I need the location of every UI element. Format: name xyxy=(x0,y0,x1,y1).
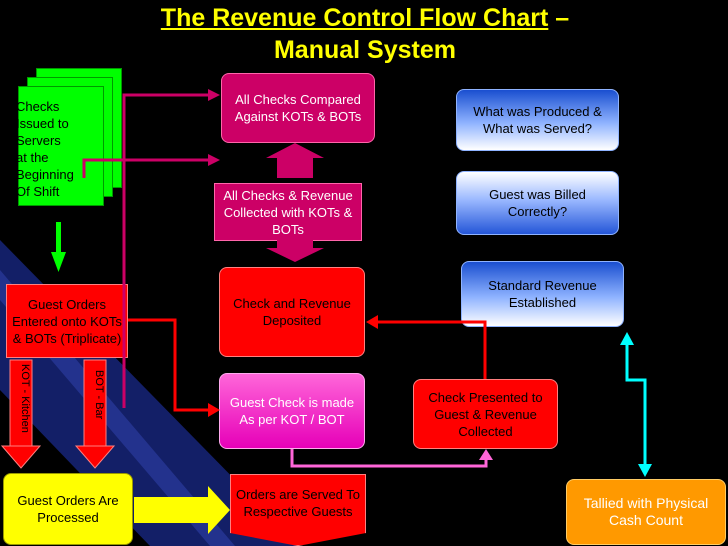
tallied-box: Tallied with Physical Cash Count xyxy=(566,479,726,545)
guest-orders-processed-box: Guest Orders Are Processed xyxy=(3,473,133,545)
bot-bar-label: BOT - Bar xyxy=(93,370,105,420)
check-presented-box: Check Presented to Guest & Revenue Colle… xyxy=(413,379,558,449)
title-line-2: Manual System xyxy=(273,36,456,64)
checks-issued-text: Checks Issued to Servers at the Beginnin… xyxy=(16,99,74,199)
all-checks-revenue-box: All Checks & Revenue Collected with KOTs… xyxy=(214,183,362,241)
title-dash: – xyxy=(548,4,570,32)
title-line-1: The Revenue Control Flow Chart xyxy=(160,4,549,32)
guest-orders-entered-box: Guest Orders Entered onto KOTs & BOTs (T… xyxy=(6,284,128,358)
what-produced-box: What was Produced & What was Served? xyxy=(456,89,619,151)
guest-billed-box: Guest was Billed Correctly? xyxy=(456,171,619,235)
check-revenue-deposited-box: Check and Revenue Deposited xyxy=(219,267,365,357)
guest-check-made-box: Guest Check is made As per KOT / BOT xyxy=(219,373,365,449)
orders-served-box: Orders are Served To Respective Guests xyxy=(230,474,366,546)
check-sheet-front xyxy=(18,86,104,206)
page-title: The Revenue Control Flow Chart – Manual … xyxy=(60,2,670,66)
standard-revenue-box: Standard Revenue Established xyxy=(461,261,624,327)
kot-kitchen-label: KOT - Kitchen xyxy=(19,364,31,433)
all-checks-compared-box: All Checks Compared Against KOTs & BOTs xyxy=(221,73,375,143)
